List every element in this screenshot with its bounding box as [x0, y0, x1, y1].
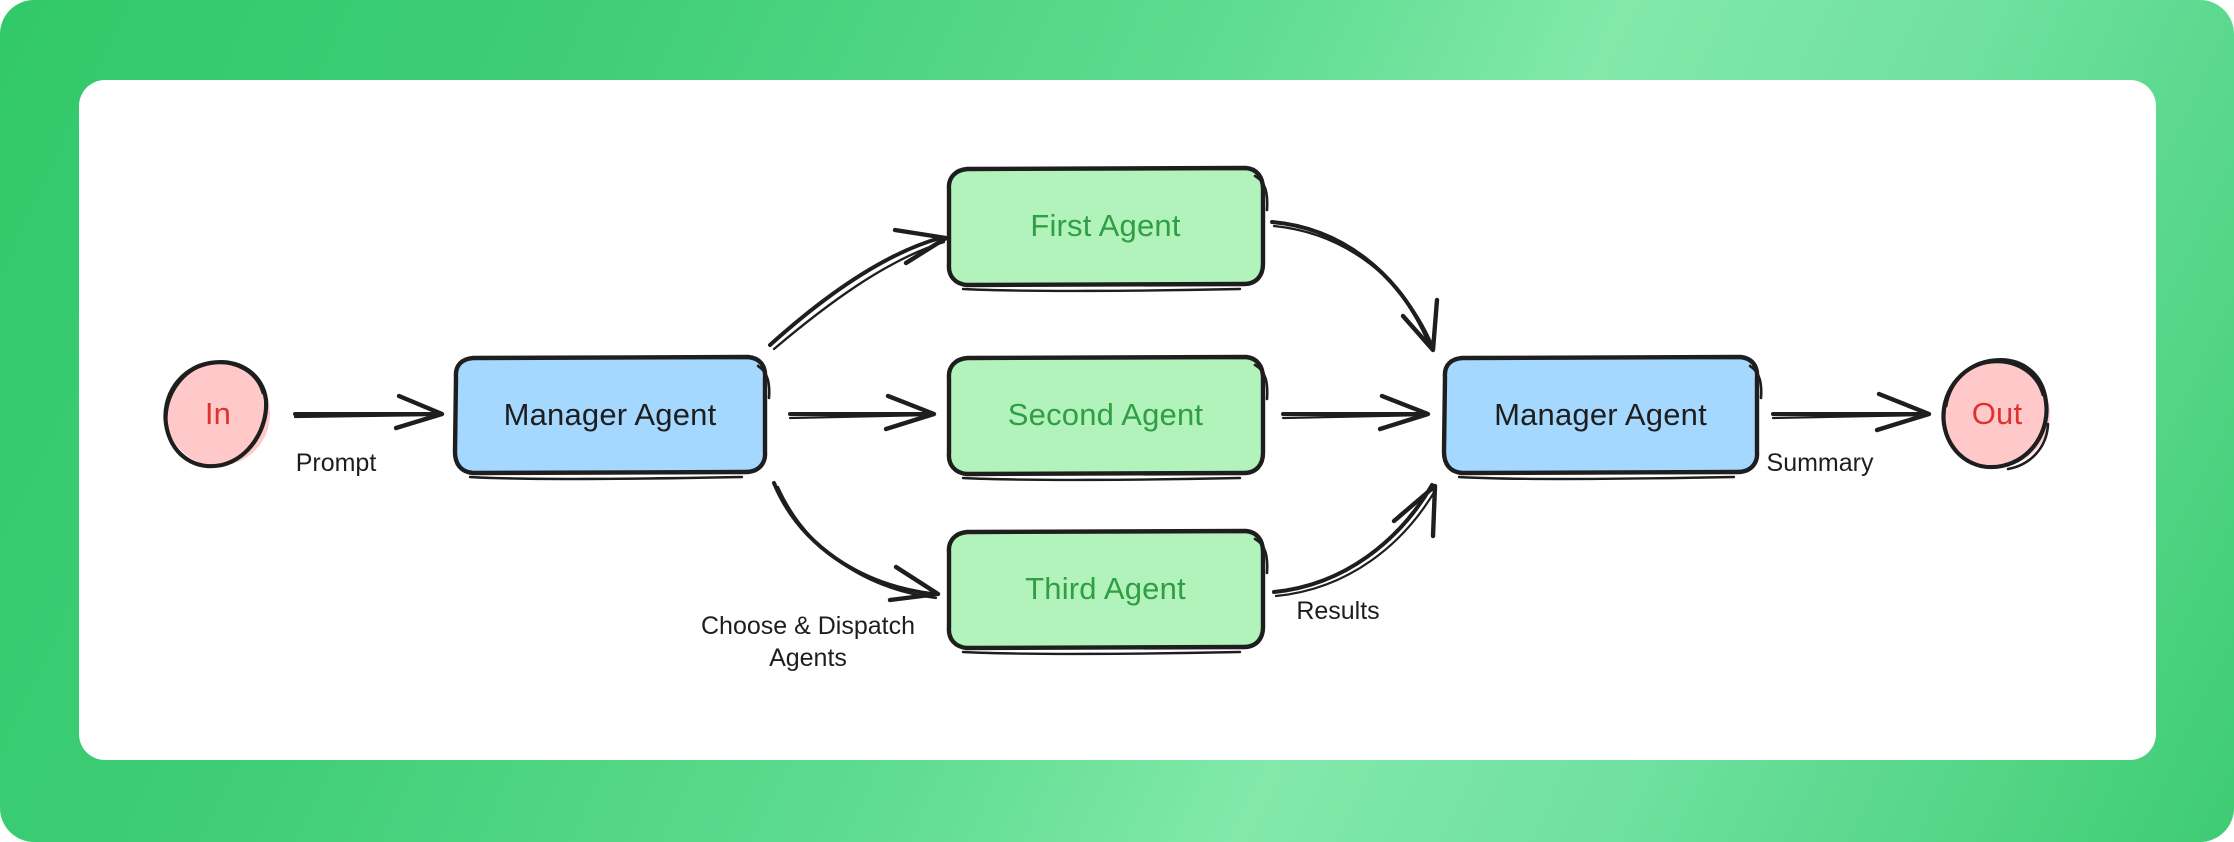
white-canvas-card — [79, 80, 2156, 760]
